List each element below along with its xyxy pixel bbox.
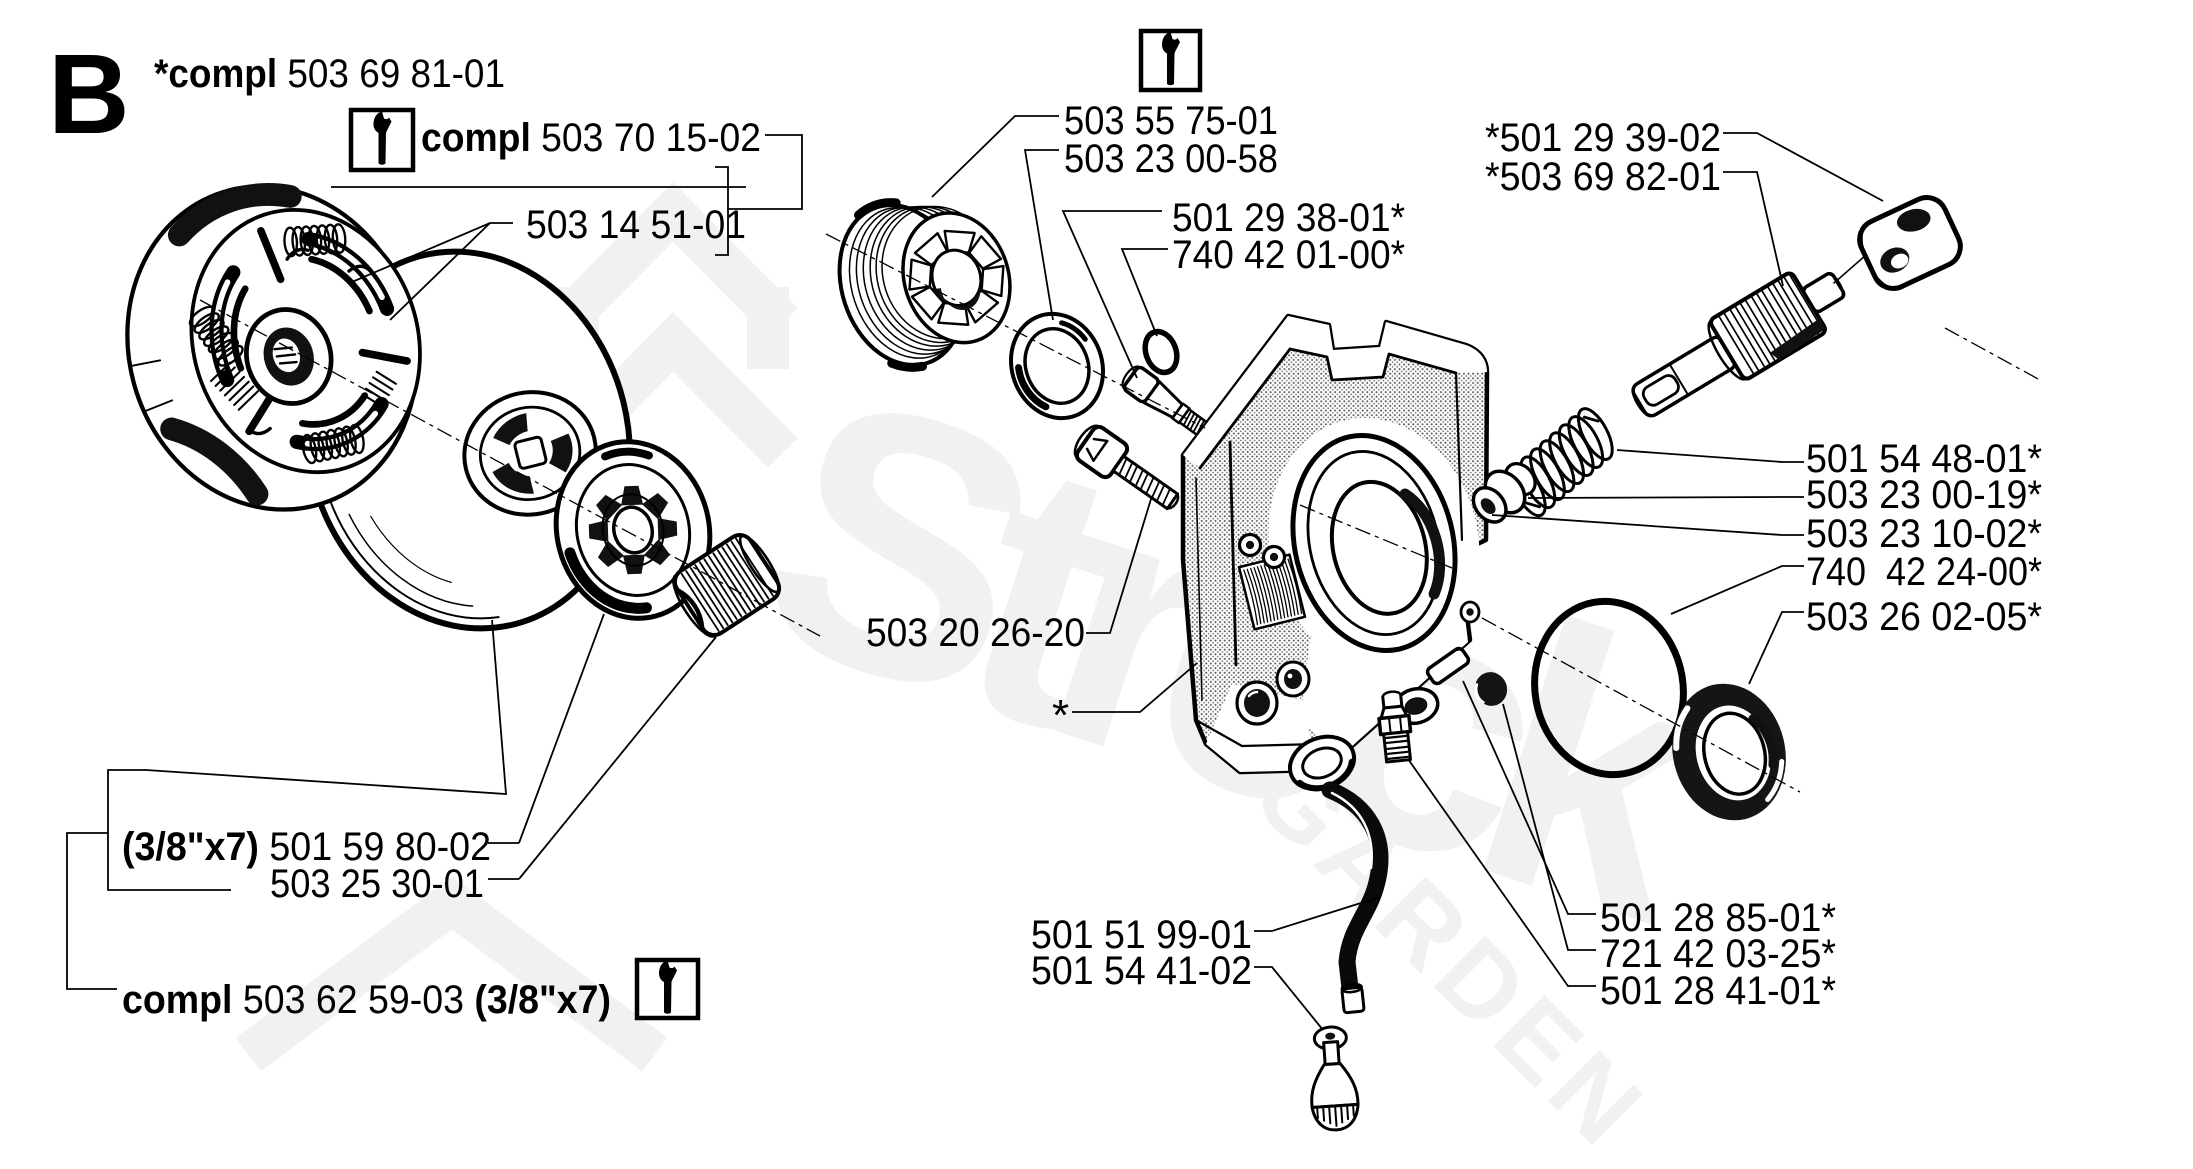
svg-text:B: B bbox=[48, 31, 130, 157]
svg-text:503 20 26-20: 503 20 26-20 bbox=[866, 611, 1085, 655]
svg-text:503 23 00-58: 503 23 00-58 bbox=[1064, 137, 1278, 181]
svg-text:*compl 503 69 81-01: *compl 503 69 81-01 bbox=[154, 52, 505, 96]
svg-text:503 14 51-01: 503 14 51-01 bbox=[526, 203, 746, 247]
svg-text:*503 69 82-01: *503 69 82-01 bbox=[1485, 155, 1721, 199]
svg-text:503 26 02-05*: 503 26 02-05* bbox=[1806, 595, 2042, 639]
svg-text:501 29 38-01*: 501 29 38-01* bbox=[1172, 196, 1405, 240]
svg-text:503 55 75-01: 503 55 75-01 bbox=[1064, 99, 1278, 143]
svg-text:compl 503 62 59-03 (3/8"x7): compl 503 62 59-03 (3/8"x7) bbox=[122, 978, 611, 1022]
svg-text:*501 29 39-02: *501 29 39-02 bbox=[1485, 116, 1721, 160]
svg-text:501 54 48-01*: 501 54 48-01* bbox=[1806, 437, 2042, 481]
svg-text:(3/8"x7) 501 59 80-02: (3/8"x7) 501 59 80-02 bbox=[122, 825, 491, 869]
svg-text:740 42 24-00*: 740 42 24-00* bbox=[1806, 550, 2042, 594]
svg-text:503 25 30-01: 503 25 30-01 bbox=[270, 862, 484, 906]
svg-text:compl 503 70 15-02: compl 503 70 15-02 bbox=[421, 116, 761, 160]
svg-text:740 42 01-00*: 740 42 01-00* bbox=[1172, 233, 1405, 277]
svg-text:501 54 41-02: 501 54 41-02 bbox=[1031, 949, 1252, 993]
svg-text:501 28 41-01*: 501 28 41-01* bbox=[1600, 969, 1836, 1013]
svg-text:721 42 03-25*: 721 42 03-25* bbox=[1600, 932, 1836, 976]
svg-text:501 28 85-01*: 501 28 85-01* bbox=[1600, 896, 1836, 940]
svg-text:503 23 10-02*: 503 23 10-02* bbox=[1806, 512, 2042, 556]
svg-text:*: * bbox=[1052, 691, 1069, 740]
svg-text:503 23 00-19*: 503 23 00-19* bbox=[1806, 473, 2042, 517]
svg-text:501 51 99-01: 501 51 99-01 bbox=[1031, 913, 1252, 957]
